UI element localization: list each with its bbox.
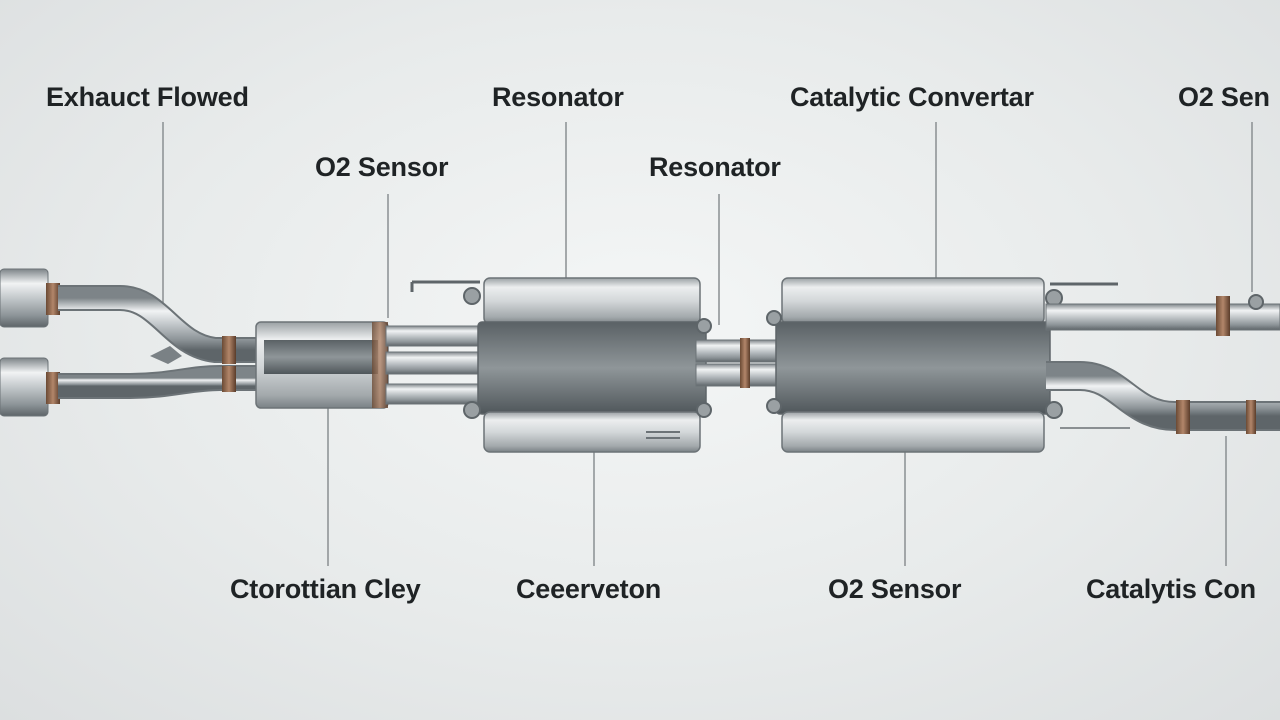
- label-bottom-center: Ceeerveton: [516, 574, 662, 604]
- label-catalytic-converter-top: Catalytic Convertar: [790, 82, 1034, 112]
- label-catalytic-bottom-right: Catalytis Con: [1086, 574, 1256, 604]
- right-pipes: [1045, 294, 1280, 434]
- resonator-body: [463, 277, 712, 453]
- pipes-to-resonator: [385, 280, 487, 405]
- left-canister: [255, 321, 389, 409]
- middle-connector-pipe: [695, 338, 785, 388]
- label-o2-sensor-mid: O2 Sensor: [315, 152, 449, 182]
- label-resonator-top: Resonator: [492, 82, 624, 112]
- leader-lines: [162, 122, 1253, 566]
- left-pipes: [58, 285, 260, 399]
- catalytic-converter-body: [766, 277, 1130, 453]
- left-tailpipe-tips: [0, 268, 60, 417]
- label-o2-sensor-top-right: O2 Sen: [1178, 82, 1270, 112]
- label-exhaust-flowed: Exhauct Flowed: [46, 82, 249, 112]
- label-resonator-mid: Resonator: [649, 152, 781, 182]
- label-bottom-left: Ctorottian Cley: [230, 574, 421, 604]
- label-o2-sensor-bottom: O2 Sensor: [828, 574, 962, 604]
